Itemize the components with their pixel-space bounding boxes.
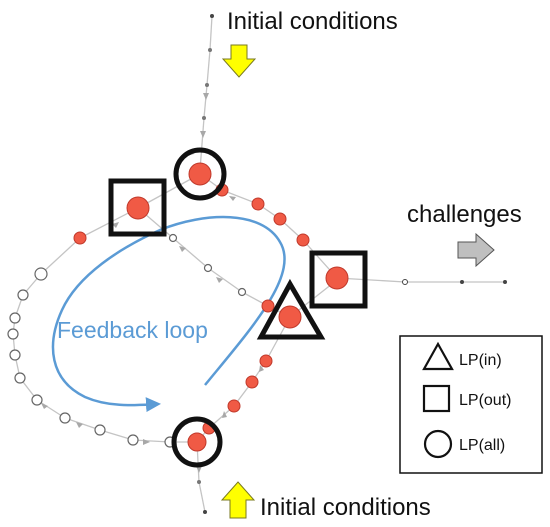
edge [132, 439, 171, 443]
white-node [9, 349, 21, 361]
small-node [460, 280, 464, 284]
initial-conditions-bottom-arrow [220, 481, 256, 519]
big-red-node [325, 266, 349, 290]
edge-arrowhead [203, 93, 209, 100]
white-node [34, 267, 48, 281]
initial-conditions-top-label: Initial conditions [227, 8, 398, 35]
edge-arrowhead [41, 403, 48, 409]
feedback-loop-curve [51, 215, 286, 413]
lp-all-circle-marker [173, 147, 227, 201]
white-node [94, 424, 106, 436]
white-node [237, 287, 247, 297]
edge [203, 84, 208, 119]
edge-arrowhead [112, 222, 119, 228]
small-node [205, 83, 209, 87]
white-node [59, 412, 71, 424]
edge-arrowhead [259, 365, 264, 372]
red-node [273, 212, 287, 226]
marker-layer [108, 147, 368, 468]
edge [206, 49, 211, 86]
challenges-arrow [457, 232, 495, 268]
feedback-loop-label: Feedback loop [57, 317, 208, 343]
red-node [227, 399, 241, 413]
edge-arrowhead [179, 246, 186, 252]
big-red-node [187, 432, 207, 452]
white-node [14, 372, 26, 384]
small-node [503, 280, 507, 284]
initial-conditions-top-arrow [221, 44, 257, 78]
edge [172, 237, 209, 269]
edge [209, 15, 213, 51]
white-node [17, 289, 29, 301]
challenges-label: challenges [407, 201, 522, 228]
legend: LP(in) LP(out) LP(all) [399, 335, 543, 474]
edge [40, 237, 81, 275]
lp-out-square-marker [309, 250, 368, 309]
edge-arrow-layer [41, 93, 264, 473]
lp-out-square-marker [108, 178, 167, 237]
small-node [202, 116, 206, 120]
small-node [203, 510, 207, 514]
edge [99, 429, 134, 441]
legend-label-lp-out: LP(out) [459, 392, 511, 409]
legend-label-lp-all: LP(all) [459, 437, 505, 454]
red-node [259, 354, 273, 368]
legend-square-icon [422, 384, 451, 413]
small-node [208, 48, 212, 52]
red-node [261, 299, 275, 313]
white-node [402, 279, 408, 285]
edge [137, 173, 201, 209]
edge-arrowhead [216, 277, 223, 283]
white-node [203, 263, 213, 273]
edge-arrowhead [143, 439, 150, 445]
big-red-node [278, 305, 302, 329]
white-node [9, 312, 21, 324]
big-red-node [126, 196, 150, 220]
white-node [127, 434, 139, 446]
lp-all-circle-marker [171, 416, 223, 468]
edge-arrowhead [229, 196, 236, 201]
legend-triangle-icon [422, 341, 454, 371]
white-node [31, 394, 43, 406]
edge [207, 267, 243, 293]
initial-conditions-bottom-label: Initial conditions [260, 494, 431, 521]
small-node [210, 14, 214, 18]
node-layer [7, 14, 507, 514]
legend-label-lp-in: LP(in) [459, 352, 502, 369]
red-node [251, 197, 265, 211]
small-node [197, 480, 201, 484]
edge-arrowhead [76, 422, 83, 428]
edge-arrowhead [196, 466, 202, 473]
big-red-node [188, 162, 212, 186]
legend-circle-icon [423, 429, 453, 459]
lp-in-triangle-marker [256, 278, 326, 340]
red-node [73, 231, 87, 245]
edge-arrowhead [200, 131, 206, 138]
white-node [7, 328, 19, 340]
edge-arrowhead [222, 411, 227, 418]
red-node [245, 375, 259, 389]
white-node [168, 233, 178, 243]
edge [198, 481, 206, 513]
red-node [296, 233, 310, 247]
edge [199, 117, 205, 171]
